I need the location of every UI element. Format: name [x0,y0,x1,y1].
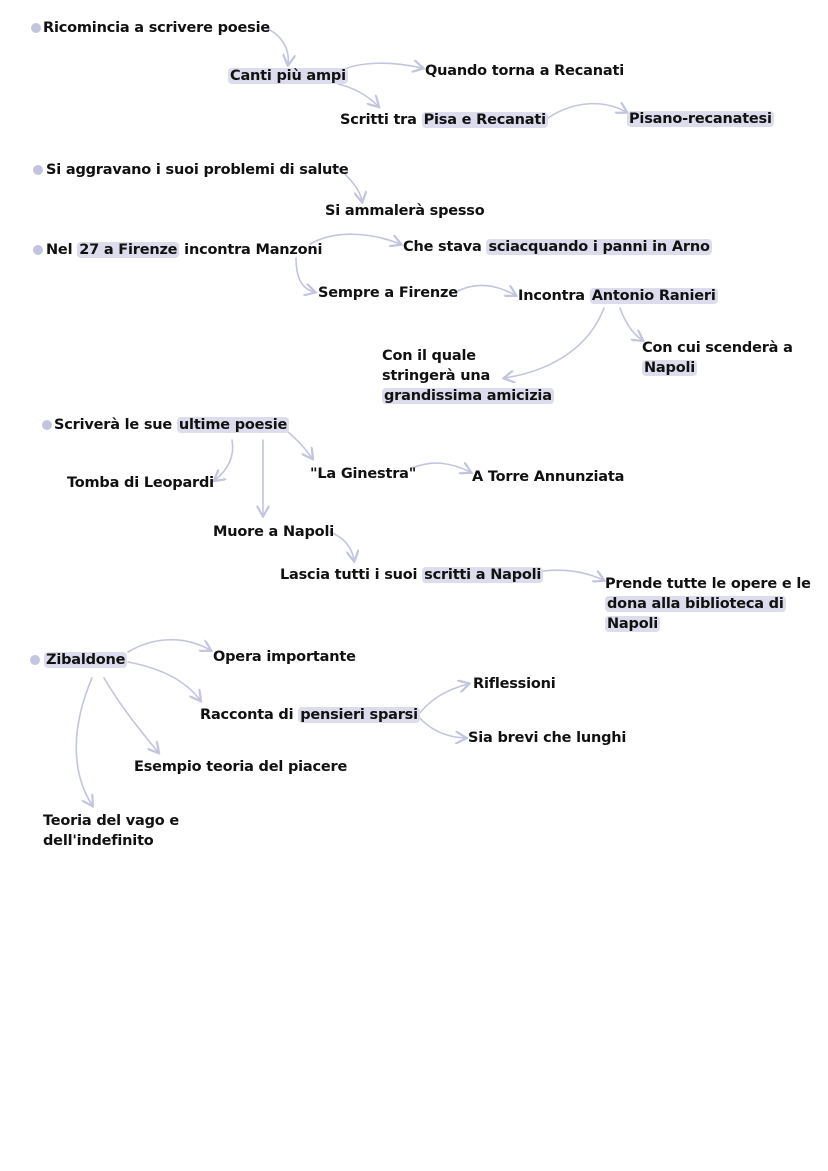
node-con-cui-line2: Napoli [642,360,698,376]
node-tomba: Tomba di Leopardi [67,475,214,491]
node-racconta: Racconta di pensieri sparsi [200,705,420,725]
node-teoria: Teoria del vago e dell'indefinito [43,811,223,851]
node-prende-line1: Prende tutte le opere e le [605,576,811,592]
node-prende-line3: Napoli [605,616,661,632]
node-ricomincia: Ricomincia a scrivere poesie [43,20,271,36]
node-lascia-pre: Lascia tutti i suoi [280,567,423,583]
node-la-ginestra: "La Ginestra" [310,466,417,482]
node-nel-27-pre: Nel [46,242,78,258]
bullet-dot [33,245,43,255]
node-con-il-line2: stringerà una [382,368,491,384]
node-che-stava-pre: Che stava [403,239,487,255]
node-si-aggravano: Si aggravano i suoi problemi di salute [46,162,349,178]
node-che-stava: Che stava sciacquando i panni in Arno [403,237,712,257]
node-opera-importante: Opera importante [213,649,356,665]
node-canti-piu-ampi-text: Canti più ampi [228,68,348,84]
node-racconta-pre: Racconta di [200,707,299,723]
node-con-il-quale: Con il quale stringerà una grandissima a… [382,346,562,406]
node-quando-torna: Quando torna a Recanati [425,63,624,79]
node-torre: A Torre Annunziata [472,469,625,485]
node-riflessioni: Riflessioni [473,676,556,692]
bullet-dot [31,23,41,33]
node-si-ammalera: Si ammalerà spesso [325,203,485,219]
node-scrivera-highlight: ultime poesie [176,417,290,433]
node-nel-27: Nel 27 a Firenze incontra Manzoni [46,240,322,260]
node-sia-brevi: Sia brevi che lunghi [468,730,627,746]
node-con-cui: Con cui scenderà a Napoli [642,338,802,378]
node-pisano-text: Pisano-recanatesi [627,111,774,127]
node-prende-line2: dona alla biblioteca di [605,596,786,612]
node-pisano-recanatesi: Pisano-recanatesi [627,109,774,129]
node-nel-27-highlight: 27 a Firenze [77,242,180,258]
node-con-il-line1: Con il quale [382,348,476,364]
node-zibaldone: Zibaldone [44,650,128,670]
node-scrivera: Scriverà le sue ultime poesie [54,415,290,435]
node-muore: Muore a Napoli [213,524,334,540]
node-teoria-line2: dell'indefinito [43,833,154,849]
node-con-cui-line1: Con cui scenderà a [642,340,793,356]
node-scritti-highlight: Pisa e Recanati [421,112,548,128]
node-che-stava-highlight: sciacquando i panni in Arno [486,239,712,255]
node-scritti-text: Scritti tra [340,112,422,128]
bullet-dot [33,165,43,175]
node-scritti: Scritti tra Pisa e Recanati [340,110,548,130]
node-lascia-highlight: scritti a Napoli [422,567,544,583]
node-scrivera-pre: Scriverà le sue [54,417,177,433]
node-esempio: Esempio teoria del piacere [134,759,348,775]
node-incontra-pre: Incontra [518,288,590,304]
node-zibaldone-text: Zibaldone [44,652,128,668]
bullet-dot [30,655,40,665]
node-con-il-line3: grandissima amicizia [382,388,554,404]
node-canti-piu-ampi: Canti più ampi [228,66,348,86]
node-racconta-highlight: pensieri sparsi [298,707,420,723]
node-incontra-highlight: Antonio Ranieri [589,288,718,304]
bullet-dot [42,420,52,430]
node-incontra-ranieri: Incontra Antonio Ranieri [518,286,718,306]
node-prende: Prende tutte le opere e le dona alla bib… [605,574,820,634]
node-sempre-firenze: Sempre a Firenze [318,285,458,301]
node-lascia: Lascia tutti i suoi scritti a Napoli [280,565,544,585]
node-teoria-line1: Teoria del vago e [43,813,180,829]
node-nel-27-post: incontra Manzoni [179,242,323,258]
